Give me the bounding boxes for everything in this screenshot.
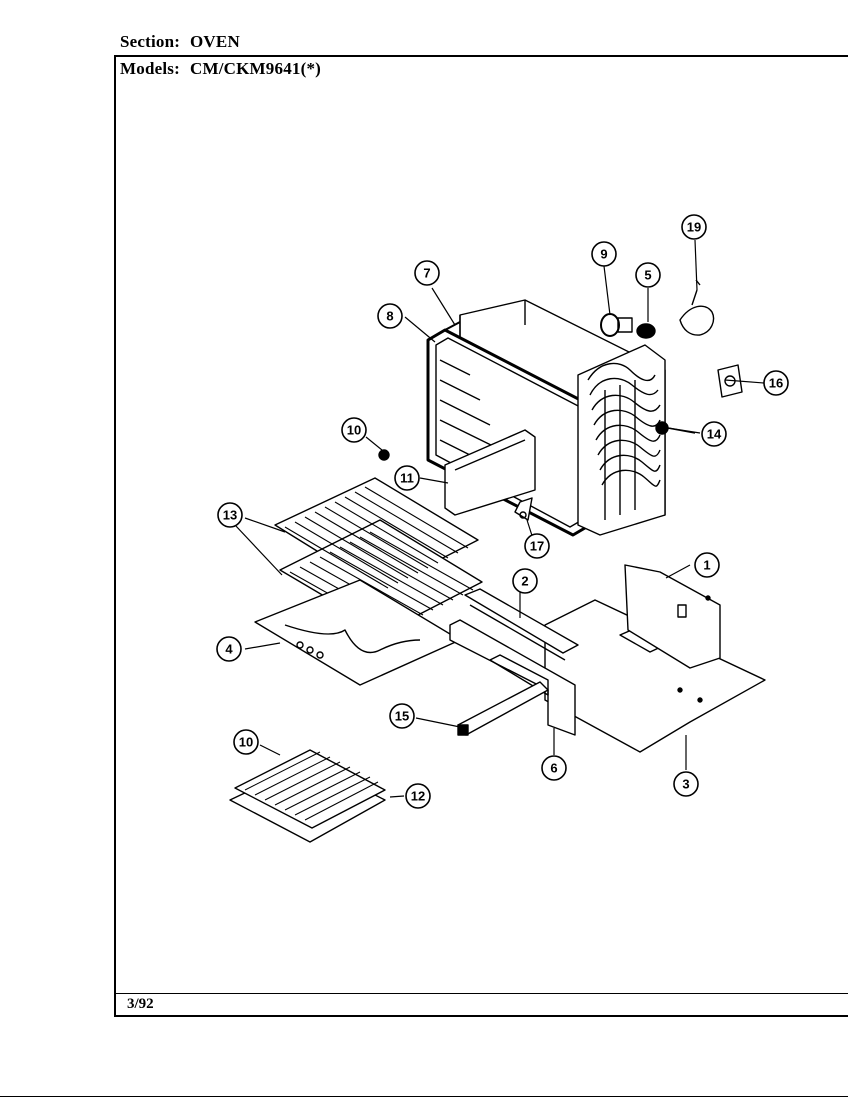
callout-8-label: 8 bbox=[386, 309, 393, 324]
callout-3-label: 3 bbox=[682, 777, 689, 792]
callout-19 bbox=[681, 214, 707, 240]
footer-divider bbox=[114, 993, 848, 994]
oven-racks-part-13 bbox=[274, 477, 483, 633]
thermostat-part-19 bbox=[679, 279, 715, 336]
callout-15-label: 15 bbox=[395, 709, 409, 724]
callout-1-label: 1 bbox=[703, 558, 710, 573]
frame-part-6 bbox=[449, 619, 576, 736]
callout-11 bbox=[394, 465, 420, 491]
callout-19-label: 19 bbox=[687, 220, 701, 235]
sensor-part-14 bbox=[655, 421, 696, 435]
callout-1 bbox=[694, 552, 720, 578]
callout-12 bbox=[405, 783, 431, 809]
callout-2 bbox=[512, 568, 538, 594]
knob-part-10 bbox=[378, 449, 390, 461]
callout-4-label: 4 bbox=[225, 642, 233, 657]
callout-14-label: 14 bbox=[707, 427, 722, 442]
slide-part-15 bbox=[457, 681, 549, 736]
callout-2-label: 2 bbox=[521, 574, 528, 589]
control-board-part-1 bbox=[624, 564, 721, 669]
callout-7-label: 7 bbox=[423, 266, 430, 281]
broiler-grid-part-10 bbox=[234, 749, 386, 829]
callout-11-label: 11 bbox=[400, 471, 414, 486]
callout-10b-label: 10 bbox=[239, 735, 253, 750]
motor-part-5 bbox=[636, 323, 656, 339]
callout-16-label: 16 bbox=[769, 376, 783, 391]
callout-14 bbox=[701, 421, 727, 447]
bracket-part-16 bbox=[717, 364, 743, 398]
callout-5-label: 5 bbox=[644, 268, 651, 283]
callout-9 bbox=[591, 241, 617, 267]
section-label: Section: bbox=[120, 32, 181, 51]
page-bottom-rule bbox=[0, 1096, 848, 1097]
rack-supports bbox=[439, 359, 496, 456]
diagram-frame bbox=[114, 55, 848, 1017]
callout-17 bbox=[524, 533, 550, 559]
callout-5 bbox=[635, 262, 661, 288]
footer-date: 3/92 bbox=[127, 996, 154, 1012]
callout-6 bbox=[541, 755, 567, 781]
panel-part-11 bbox=[444, 429, 536, 516]
callout-16 bbox=[763, 370, 789, 396]
heating-element-assembly bbox=[577, 344, 666, 536]
models-label: Models: bbox=[120, 59, 180, 78]
callout-7 bbox=[414, 260, 440, 286]
models-heading: Models: CM/CKM9641(*) bbox=[120, 59, 321, 79]
callout-15 bbox=[389, 703, 415, 729]
callout-13 bbox=[217, 502, 243, 528]
callout-6-label: 6 bbox=[550, 761, 557, 776]
callout-12-label: 12 bbox=[411, 789, 425, 804]
callout-4 bbox=[216, 636, 242, 662]
clip-part-17 bbox=[514, 497, 533, 521]
callout-8 bbox=[377, 303, 403, 329]
callout-9-label: 9 bbox=[600, 247, 607, 262]
leader-lines bbox=[234, 239, 765, 798]
models-value: CM/CKM9641(*) bbox=[190, 59, 322, 78]
rail-part-2 bbox=[464, 588, 579, 661]
callout-3 bbox=[673, 771, 699, 797]
callout-bubbles bbox=[216, 214, 789, 809]
callout-10b bbox=[233, 729, 259, 755]
section-heading: Section: OVEN bbox=[120, 32, 240, 52]
callout-10a bbox=[341, 417, 367, 443]
callout-17-label: 17 bbox=[530, 539, 544, 554]
callout-10a-label: 10 bbox=[347, 423, 361, 438]
base-pan-part-3 bbox=[544, 599, 766, 753]
callout-13-label: 13 bbox=[223, 508, 237, 523]
section-value: OVEN bbox=[190, 32, 240, 51]
convection-fan-part-9 bbox=[600, 313, 633, 337]
